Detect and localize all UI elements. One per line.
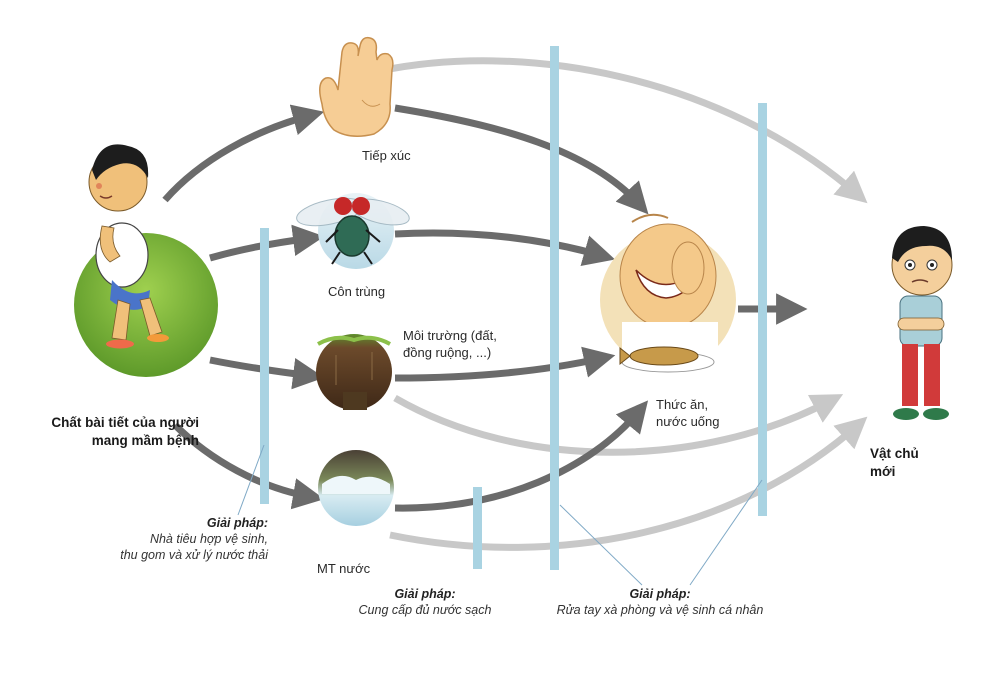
source-label: Chất bài tiết của người mang mầm bệnh xyxy=(14,414,199,450)
route-contact-text: Tiếp xúc xyxy=(362,148,411,163)
route-water-label: MT nước xyxy=(317,560,370,577)
water-illustration xyxy=(318,450,394,526)
intermediate-line2: nước uống xyxy=(656,414,720,429)
route-environment-label: Môi trường (đất, đồng ruộng, ...) xyxy=(403,327,497,361)
light-arrow-hand-to-host xyxy=(374,57,868,204)
solution-clean-water-line1: Cung cấp đủ nước sạch xyxy=(358,603,492,617)
solution-clean-water-heading: Giải pháp: xyxy=(394,587,456,601)
target-label: Vật chủ mới xyxy=(870,445,919,481)
hand-illustration xyxy=(319,36,394,137)
route-environment-line1: Môi trường (đất, xyxy=(403,328,497,343)
intermediate-line1: Thức ăn, xyxy=(656,397,709,412)
source-label-line1: Chất bài tiết của người xyxy=(51,415,199,430)
solution-sanitation: Giải pháp: Nhà tiêu hợp vệ sinh, thu gom… xyxy=(88,515,268,563)
source-child-illustration xyxy=(74,144,218,377)
solution-sanitation-line1: Nhà tiêu hợp vệ sinh, xyxy=(149,532,268,546)
route-water-text: MT nước xyxy=(317,561,371,576)
arrow-source-to-water xyxy=(172,422,325,510)
new-host-illustration xyxy=(891,226,953,420)
arrow-contact-to-food xyxy=(394,104,649,215)
solution-handwashing: Giải pháp: Rửa tay xà phòng và vệ sinh c… xyxy=(545,586,775,618)
source-label-line2: mang mầm bệnh xyxy=(91,433,199,448)
barrier-clean-water xyxy=(473,487,482,569)
target-line1: Vật chủ xyxy=(870,446,919,461)
food-drink-illustration xyxy=(600,213,736,373)
arrow-insects-to-food xyxy=(394,229,616,266)
light-arrow-water-to-host xyxy=(389,416,868,551)
intermediate-label: Thức ăn, nước uống xyxy=(656,396,720,430)
callout-line-handwash-left xyxy=(559,504,643,586)
route-contact-label: Tiếp xúc xyxy=(362,147,411,164)
light-arrows xyxy=(374,57,868,551)
light-arrow-soil-to-host xyxy=(393,394,844,456)
barrier-handwash-2 xyxy=(758,103,767,516)
callout-line-handwash-right xyxy=(689,479,763,586)
route-insects-label: Côn trùng xyxy=(328,283,385,300)
arrow-soil-to-food xyxy=(394,346,616,382)
soil-illustration xyxy=(316,334,392,410)
callout-lines xyxy=(237,444,763,586)
insect-illustration xyxy=(296,193,410,269)
route-environment-line2: đồng ruộng, ...) xyxy=(403,345,492,360)
arrow-water-to-food xyxy=(394,400,649,512)
solution-handwashing-heading: Giải pháp: xyxy=(629,587,691,601)
solution-clean-water: Giải pháp: Cung cấp đủ nước sạch xyxy=(345,586,505,618)
route-insects-text: Côn trùng xyxy=(328,284,386,299)
solution-handwashing-line1: Rửa tay xà phòng và vệ sinh cá nhân xyxy=(556,603,764,617)
arrow-source-to-contact xyxy=(162,104,325,203)
solution-sanitation-heading: Giải pháp: xyxy=(206,516,268,530)
barriers xyxy=(260,46,767,570)
target-line2: mới xyxy=(870,464,896,479)
barrier-handwash-1 xyxy=(550,46,559,570)
barrier-sanitation xyxy=(260,228,269,504)
solution-sanitation-line2: thu gom và xử lý nước thải xyxy=(120,548,268,562)
callout-line-sanitation xyxy=(237,444,265,516)
